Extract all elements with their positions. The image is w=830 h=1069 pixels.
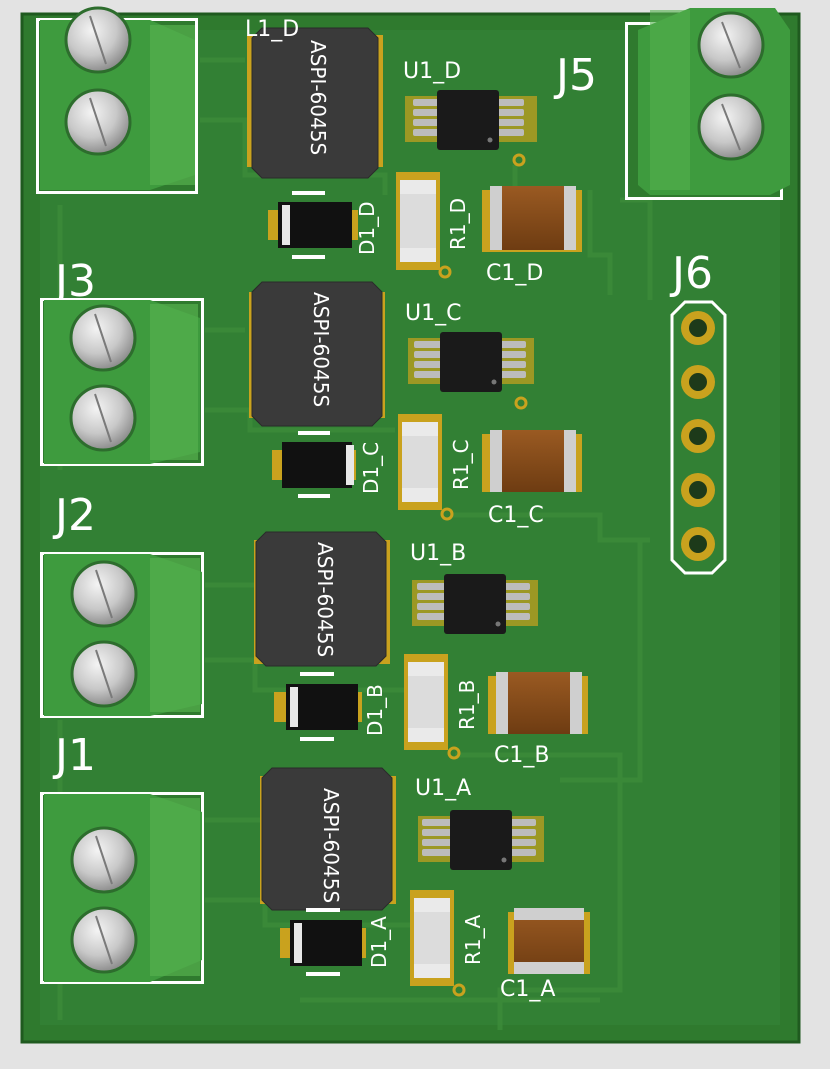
terminal-j3 — [40, 298, 204, 466]
via — [452, 983, 466, 997]
via — [438, 265, 452, 279]
diode-label: D1_D — [355, 201, 379, 255]
resistor-label: R1_A — [461, 914, 485, 965]
inductor: ASPI-6045S — [249, 281, 385, 427]
diode-label: D1_C — [359, 442, 383, 494]
diode — [274, 672, 362, 741]
inductor-part-label: ASPI-6045S — [313, 542, 337, 657]
via — [440, 507, 454, 521]
ic-label: U1_B — [410, 541, 466, 566]
header-pin — [681, 473, 715, 507]
inductor: ASPI-6045S — [260, 767, 396, 911]
connector-label-j5: J5 — [553, 50, 597, 101]
header-pin — [681, 527, 715, 561]
connector-label-j1: J1 — [52, 730, 96, 781]
ic-package — [412, 574, 538, 634]
header-j6 — [670, 300, 727, 575]
header-pin — [681, 311, 715, 345]
channel-a: ASPI-6045S U1_A D1_A R1_A — [260, 767, 590, 1002]
terminal-j5 — [625, 8, 790, 200]
diode-label: D1_B — [363, 684, 387, 736]
diode — [280, 908, 366, 976]
capacitor — [482, 430, 582, 492]
ic-package — [405, 90, 537, 150]
inductor-part-label: ASPI-6045S — [306, 40, 330, 155]
capacitor-label: C1_D — [486, 261, 543, 286]
ic-package — [408, 332, 534, 392]
inductor-part-label: ASPI-6045S — [319, 788, 343, 903]
diode — [272, 431, 356, 498]
capacitor — [508, 908, 590, 974]
capacitor — [482, 186, 582, 252]
pcb-edge — [20, 12, 801, 1044]
ic-package — [418, 810, 544, 870]
inductor-part-label: ASPI-6045S — [309, 292, 333, 407]
inductor: ASPI-6045S — [247, 27, 383, 179]
resistor — [398, 414, 442, 510]
resistor-label: R1_D — [446, 198, 470, 250]
inductor: ASPI-6045S — [254, 531, 390, 667]
ic-label: U1_D — [403, 59, 461, 84]
channel-b: ASPI-6045S U1_B D1_B R1_B — [254, 531, 588, 768]
capacitor-label: C1_A — [500, 977, 555, 1002]
header-pin — [681, 419, 715, 453]
ic-label: U1_C — [405, 301, 461, 326]
capacitor — [488, 672, 588, 734]
channel-d: ASPI-6045S L1_D U1_D D1_D — [245, 17, 582, 286]
ic-label: U1_A — [415, 776, 471, 801]
capacitor-label: C1_B — [494, 743, 549, 768]
via — [514, 396, 528, 410]
resistor-label: R1_B — [455, 680, 479, 730]
resistor — [404, 654, 448, 750]
connector-label-j2: J2 — [52, 490, 96, 541]
via — [512, 153, 526, 167]
resistor — [396, 172, 440, 270]
resistor-label: R1_C — [449, 439, 473, 490]
connector-label-j6: J6 — [669, 248, 713, 299]
header-pin — [681, 365, 715, 399]
inductor-ref-label: L1_D — [245, 17, 299, 42]
terminal-j2 — [40, 552, 204, 718]
via — [447, 746, 461, 760]
terminal-j1 — [40, 792, 204, 984]
capacitor-label: C1_C — [488, 503, 544, 528]
terminal-top-left — [36, 6, 198, 194]
diode — [268, 191, 358, 259]
channel-c: ASPI-6045S U1_C D1_C R1_C — [249, 281, 582, 528]
resistor — [410, 890, 454, 986]
diode-label: D1_A — [367, 916, 391, 968]
